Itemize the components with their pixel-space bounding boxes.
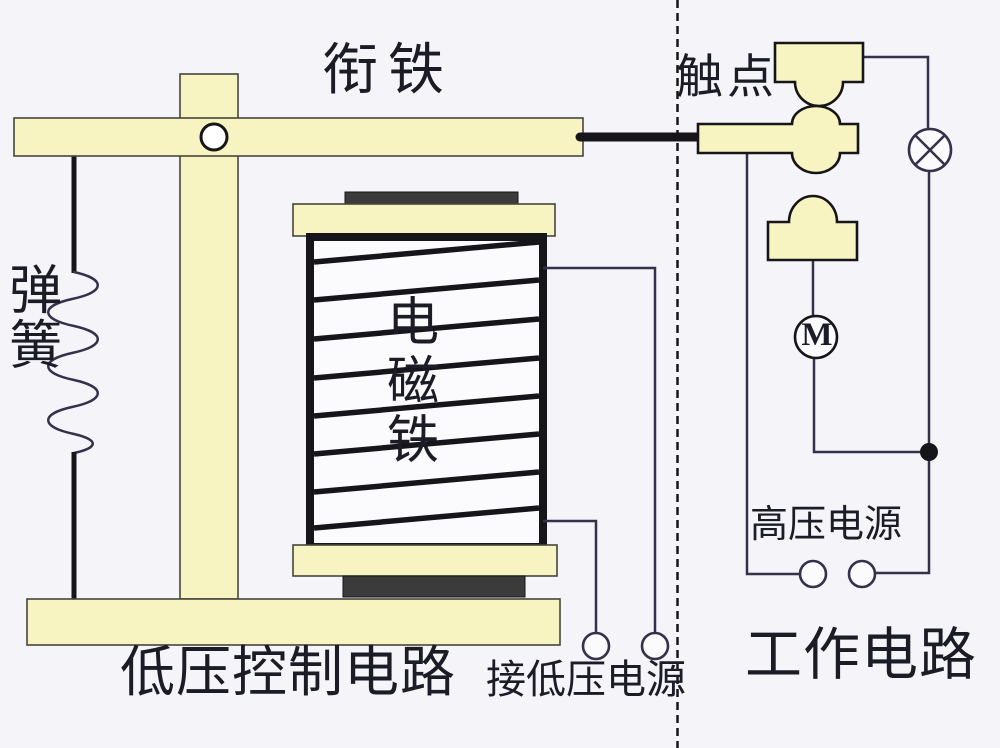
- hv-terminal-right: [847, 559, 877, 589]
- low-voltage-control-circuit-label: 低压控制电路: [120, 642, 457, 703]
- motor-letter-label: M: [801, 317, 833, 353]
- coil-lead-upper: [543, 266, 657, 633]
- coil-winding-hatch: [313, 239, 540, 531]
- contact-label: 触点: [676, 52, 778, 104]
- wire-junction-dot: [920, 443, 938, 461]
- armature-label: 衔铁: [322, 40, 454, 102]
- coil-lead-lower: [543, 519, 598, 633]
- spring-label: 弹簧: [1, 262, 60, 372]
- high-voltage-supply-label: 高压电源: [750, 504, 903, 546]
- coil-top-plate: [292, 203, 556, 237]
- electromagnet-label: 电磁铁: [378, 294, 436, 471]
- connect-low-voltage-supply-label: 接低压电源: [486, 657, 686, 702]
- coil-bottom-plate: [292, 544, 558, 577]
- spring-coil-icon: [47, 270, 99, 455]
- base-plate: [26, 598, 561, 646]
- pivot-hole-icon: [199, 122, 229, 152]
- lamp-return-wire: [875, 171, 931, 575]
- lamp-icon: [907, 127, 953, 173]
- fixed-contact-lower: [766, 194, 859, 262]
- moving-contact-bar: [696, 104, 860, 175]
- fixed-contact-upper: [773, 41, 865, 108]
- motor-icon: [793, 314, 839, 360]
- lv-terminal-left: [581, 631, 611, 661]
- working-circuit-label: 工作电路: [745, 624, 977, 687]
- core-bottom-cap: [342, 575, 526, 598]
- hv-terminal-left: [798, 559, 828, 589]
- coil-body: [306, 233, 547, 551]
- armature-bar: [13, 117, 584, 157]
- lamp-feed-wire: [863, 55, 930, 129]
- motor-return-wire: [812, 357, 929, 454]
- moving-contact-return-wire: [745, 153, 800, 576]
- lv-terminal-right: [640, 631, 670, 661]
- support-post: [179, 73, 239, 600]
